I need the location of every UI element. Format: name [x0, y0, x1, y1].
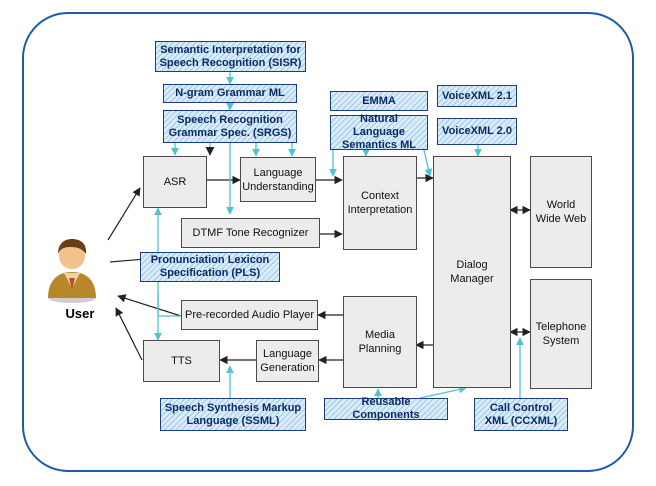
media-planning-box: Media Planning	[343, 296, 417, 388]
spec-ssml-label: Speech Synthesis Markup Language (SSML)	[164, 401, 302, 427]
spec-reusable-components-label: Reusable Components	[352, 396, 420, 421]
language-generation-label: Language Generation	[260, 348, 315, 374]
user-label: User	[65, 306, 95, 321]
spec-srgs-label: Speech Recognition Grammar Spec. (SRGS)	[168, 113, 292, 139]
spec-ngram-label: N-gram Grammar ML	[175, 87, 285, 99]
spec-pls: Pronunciation Lexicon Specification (PLS…	[140, 252, 280, 282]
spec-ccxml: Call Control XML (CCXML)	[474, 398, 568, 431]
user-icon	[48, 239, 96, 303]
dialog-manager-box: Dialog Manager	[433, 156, 511, 388]
spec-pls-label: Pronunciation Lexicon Specification (PLS…	[150, 254, 270, 279]
spec-voicexml21: VoiceXML 2.1	[437, 85, 517, 107]
spec-ngram: N-gram Grammar ML	[163, 84, 297, 103]
spec-srgs: Speech Recognition Grammar Spec. (SRGS)	[163, 110, 297, 143]
asr-box: ASR	[143, 156, 207, 208]
tts-label: TTS	[171, 355, 192, 367]
language-generation-box: Language Generation	[256, 340, 319, 382]
telephone-system-label: Telephone System	[535, 321, 587, 347]
context-interpretation-label: Context Interpretation	[347, 190, 413, 216]
spec-emma: EMMA	[330, 91, 428, 111]
spec-ccxml-label: Call Control XML (CCXML)	[484, 401, 558, 427]
world-wide-web-label: World Wide Web	[535, 199, 587, 225]
language-understanding-label: Language Understanding	[242, 166, 314, 193]
spec-sisr-label: Semantic Interpretation for Speech Recog…	[159, 43, 302, 69]
dialog-manager-label: Dialog Manager	[450, 259, 494, 285]
asr-label: ASR	[163, 176, 187, 188]
dtmf-label: DTMF Tone Recognizer	[192, 227, 309, 239]
spec-nlsml-label: Natural Language Semantics ML	[342, 113, 416, 151]
language-understanding-box: Language Understanding	[240, 157, 316, 202]
spec-voicexml20: VoiceXML 2.0	[437, 118, 517, 145]
audio-player-label: Pre-recorded Audio Player	[184, 309, 314, 321]
spec-ssml: Speech Synthesis Markup Language (SSML)	[160, 398, 306, 431]
dark-arrows	[107, 173, 531, 365]
media-planning-label: Media Planning	[358, 329, 402, 355]
system-frame	[22, 12, 634, 472]
spec-reusable-components: Reusable Components	[324, 396, 448, 421]
world-wide-web-box: World Wide Web	[530, 156, 592, 268]
spec-emma-label: EMMA	[362, 94, 396, 107]
spec-connectors	[154, 72, 524, 399]
spec-voicexml20-label: VoiceXML 2.0	[442, 125, 512, 137]
audio-player-box: Pre-recorded Audio Player	[181, 300, 318, 330]
telephone-system-box: Telephone System	[530, 279, 592, 389]
spec-nlsml: Natural Language Semantics ML	[330, 113, 428, 151]
spec-voicexml21-label: VoiceXML 2.1	[442, 89, 512, 102]
tts-box: TTS	[143, 340, 220, 382]
spec-sisr: Semantic Interpretation for Speech Recog…	[155, 41, 306, 72]
dtmf-box: DTMF Tone Recognizer	[181, 218, 320, 248]
context-interpretation-box: Context Interpretation	[343, 156, 417, 250]
